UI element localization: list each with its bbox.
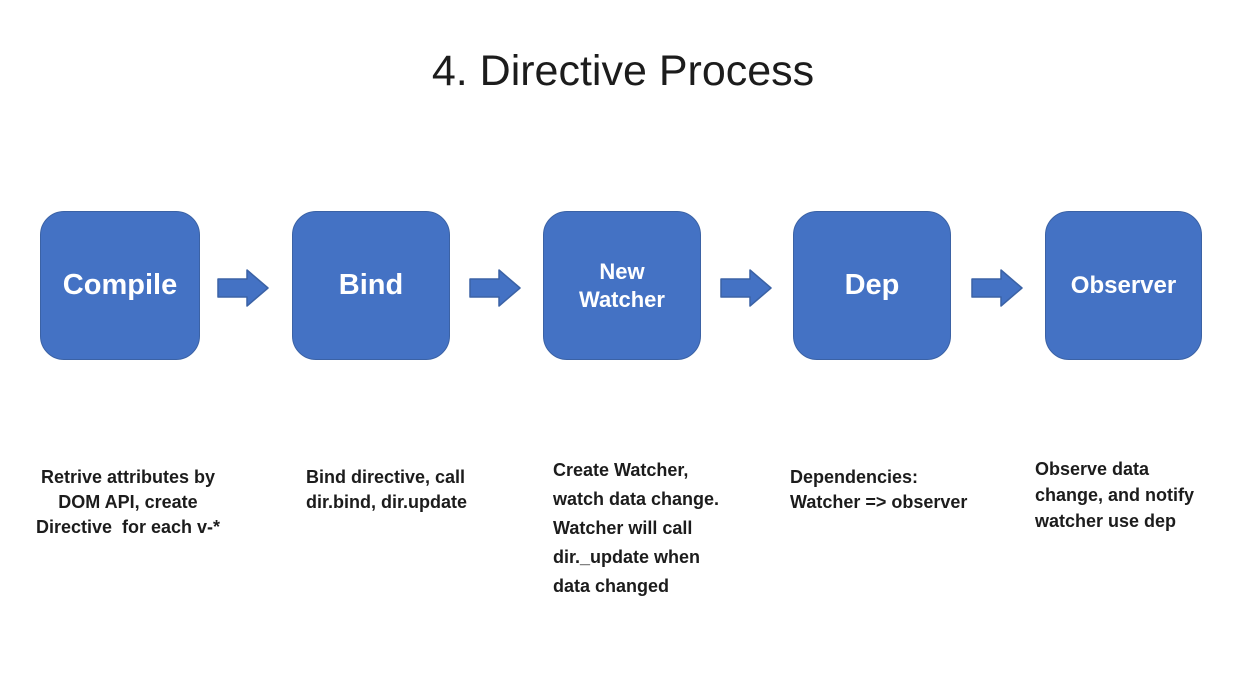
flow-node-dep: Dep — [793, 211, 951, 360]
flow-node-label: Observer — [1070, 271, 1177, 299]
right-arrow-icon — [720, 269, 772, 307]
step-description-dep: Dependencies: Watcher => observer — [790, 467, 968, 512]
slide-title: 4. Directive Process — [431, 47, 815, 95]
step-description-compile: Retrive attributes by DOM API, create Di… — [35, 467, 221, 537]
step-description-new-watcher: Create Watcher, watch data change. Watch… — [553, 460, 720, 596]
flow-node-new-watcher: New Watcher — [543, 211, 701, 360]
right-arrow-icon — [971, 269, 1023, 307]
flow-node-compile: Compile — [40, 211, 200, 360]
flow-node-bind: Bind — [292, 211, 450, 360]
right-arrow-icon — [217, 269, 269, 307]
flow-node-observer: Observer — [1045, 211, 1202, 360]
step-description-bind: Bind directive, call dir.bind, dir.updat… — [306, 467, 468, 512]
flow-node-label: Compile — [62, 269, 178, 302]
flow-node-label: Bind — [338, 269, 404, 302]
step-description-observer: Observe data change, and notify watcher … — [1035, 459, 1195, 531]
flow-node-label: New Watcher — [579, 259, 665, 312]
flow-node-label: Dep — [844, 269, 900, 302]
right-arrow-icon — [469, 269, 521, 307]
